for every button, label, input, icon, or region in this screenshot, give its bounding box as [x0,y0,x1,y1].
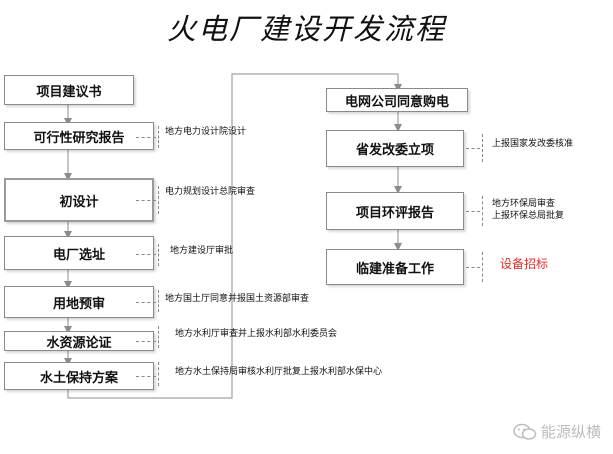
step-eia-report: 项目环评报告 [326,192,464,230]
bracket-2 [158,186,159,214]
step-temporary-works: 临建准备工作 [326,249,464,285]
step-site-selection: 电厂选址 [4,236,154,270]
leader-2 [136,200,156,201]
bracket-5 [158,326,159,348]
watermark-text: 能源纵横 [540,423,601,441]
arrow-cross [67,73,402,399]
bracket-6 [158,362,159,386]
bracket-r3 [482,252,483,282]
step-land-review: 用地预审 [4,286,154,318]
bracket-1 [158,126,159,148]
note-eia-report-2: 上报环保总局批复 [492,211,565,221]
note-preliminary-design: 电力规划设计总院审查 [165,187,256,197]
step-grid-purchase: 电网公司同意购电 [326,88,468,112]
step-soil-conservation: 水土保持方案 [4,362,154,390]
note-land-review: 地方国土厅同意并报国土资源部审查 [165,294,310,304]
step-preliminary-design: 初设计 [4,178,154,222]
page-title: 火电厂建设开发流程 [166,12,446,46]
note-feasibility: 地方电力设计院设计 [165,127,247,137]
leader-6 [136,376,156,377]
leader-3 [136,254,156,255]
step-proposal: 项目建议书 [4,75,134,105]
bracket-3 [158,244,159,266]
leader-1 [136,137,156,138]
leader-r2 [466,211,480,212]
note-equipment-bidding: 设备招标 [500,257,549,271]
bracket-r2 [482,196,483,226]
leader-5 [136,341,156,342]
bracket-r1 [482,134,483,162]
step-water-resource: 水资源论证 [4,331,154,351]
note-water-resource: 地方水利厅审查并上报水利部水利委员会 [175,329,338,339]
leader-r3 [466,267,480,268]
note-eia-report-1: 地方环保局审查 [492,199,556,209]
note-soil-conservation: 地方水土保持局审核水利厅批复上报水利部水保中心 [175,367,383,377]
leader-r1 [466,148,480,149]
note-provincial-approval: 上报国家发改委核准 [492,139,574,149]
bracket-4 [158,290,159,312]
step-feasibility: 可行性研究报告 [4,122,154,150]
note-site-selection: 地方建设厅审批 [170,246,234,256]
wechat-icon [513,423,537,440]
step-provincial-approval: 省发改委立项 [326,130,464,167]
leader-4 [136,302,156,303]
watermark: 能源纵横 [513,421,601,442]
